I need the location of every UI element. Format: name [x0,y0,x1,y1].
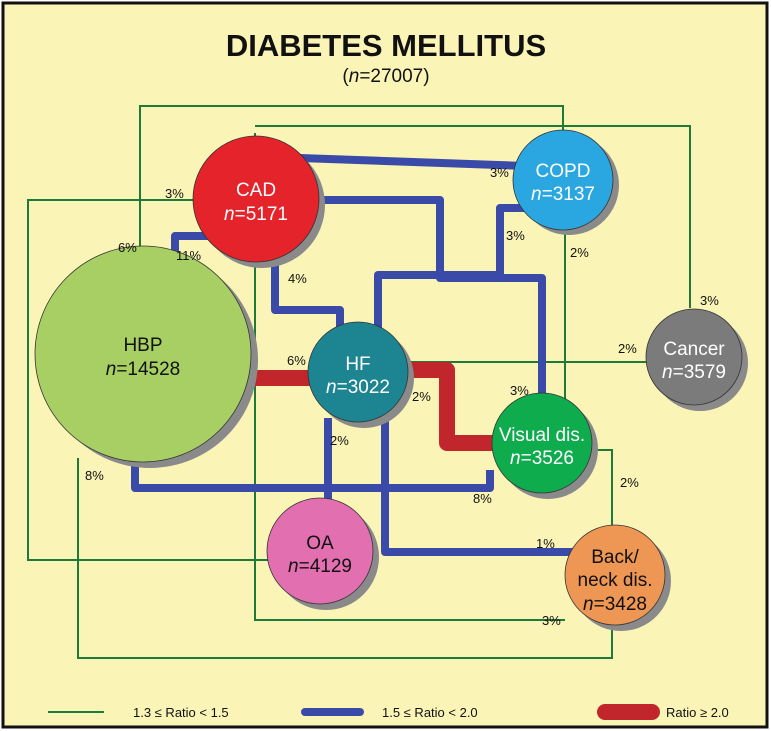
edge-label: 2% [620,475,639,490]
edge-label: 2% [412,389,431,404]
cad-count: n=5171 [224,204,288,225]
visual-count: n=3526 [510,448,574,469]
edge-label: 1% [536,536,555,551]
edge-cad-back [254,133,565,621]
node-hbp[interactable] [34,245,252,463]
node-visual[interactable] [491,392,593,494]
copd-name: COPD [536,161,591,182]
hbp-name: HBP [123,335,162,356]
legend-medium-label: 1.5 ≤ Ratio < 2.0 [382,705,478,720]
edge-labels: 3% 6% 11% 3% 3% 2% 4% 6% 2% 3% 2% 3% 2% … [85,165,719,628]
legend-thin-label: 1.3 ≤ Ratio < 1.5 [133,705,229,720]
edge-label: 6% [118,240,137,255]
back-count: n=3428 [583,594,647,615]
node-hf[interactable] [307,321,409,423]
edge-copd-hf [374,204,528,330]
edge-hbp-back [77,458,613,659]
edge-label: 3% [165,186,184,201]
edge-label: 2% [330,433,349,448]
diagram-title: DIABETES MELLITUS [226,28,546,63]
edge-hf-back [381,418,575,556]
thin-connections [27,105,691,659]
edge-hbp-copd [139,105,564,262]
edge-label: 3% [542,613,561,628]
hf-count: n=3022 [326,377,390,398]
edge-label: 6% [287,353,306,368]
copd-count: n=3137 [531,184,595,205]
node-oa[interactable] [266,497,374,605]
node-cad[interactable] [192,135,320,263]
oa-name: OA [306,533,334,554]
oa-count: n=4129 [288,556,352,577]
edge-label: 3% [490,165,509,180]
edge-label: 3% [510,383,529,398]
node-labels: HBP n=14528 CAD n=5171 COPD n=3137 HF n=… [106,161,726,615]
node-cancer[interactable] [645,308,743,406]
medium-connections [131,154,575,556]
edge-label: 11% [176,248,201,263]
hbp-count: n=14528 [106,359,181,380]
cancer-name: Cancer [663,339,725,360]
edge-label: 3% [700,293,719,308]
edge-cad-oa [27,199,290,561]
edge-cad-copd [299,154,526,170]
edge-label: 2% [570,245,589,260]
cad-name: CAD [236,180,276,201]
edge-cad-hf [271,258,344,330]
edge-hf-visual [400,362,500,451]
node-copd[interactable] [512,129,614,231]
legend: 1.3 ≤ Ratio < 1.5 1.5 ≤ Ratio < 2.0 Rati… [48,704,729,720]
cancer-count: n=3579 [662,362,726,383]
legend-thick-label: Ratio ≥ 2.0 [666,705,729,720]
edge-cad-cancer [255,125,691,308]
node-back[interactable] [564,524,666,626]
back-name: Back/ [591,547,639,568]
edge-hbp-visual [131,460,494,492]
hf-name: HF [345,354,370,375]
diagram-subtitle: (n=27007) [342,66,429,87]
back-name2: neck dis. [578,570,653,591]
edge-label: 4% [288,271,307,286]
visual-name: Visual dis. [499,425,585,446]
edge-label: 2% [618,341,637,356]
edge-label: 3% [506,228,525,243]
edge-label: 8% [85,468,104,483]
edge-label: 8% [473,491,492,506]
nodes [34,129,743,626]
